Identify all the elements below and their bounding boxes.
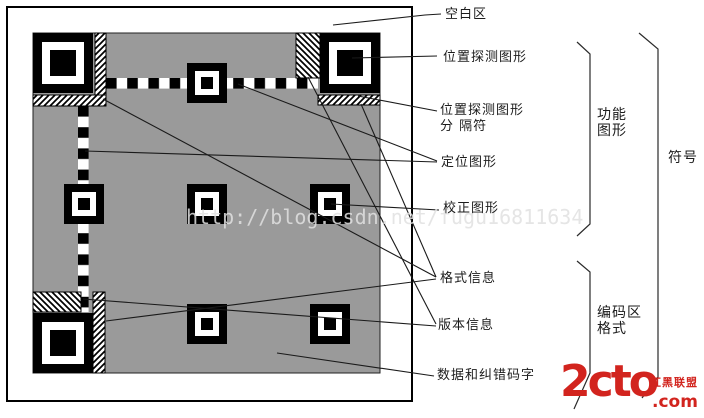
group-label-function-patterns: 功能 图形 [597, 107, 627, 139]
leader-quiet-zone [332, 13, 442, 26]
label-timing-pattern: 定位图形 [441, 155, 498, 170]
group-encoding-line2: 格式 [597, 321, 627, 337]
bracket-symbol [638, 32, 659, 399]
leader-version-2 [82, 298, 437, 327]
leader-timing-horizontal [237, 83, 438, 162]
label-alignment-pattern: 校正图形 [443, 201, 500, 216]
label-version-info: 版本信息 [438, 318, 495, 333]
bracket-function-patterns [576, 41, 591, 237]
position-pattern-top-left [33, 33, 93, 93]
logo-wordmark: 2cto [560, 356, 659, 407]
separator-bottom-left-vertical [92, 291, 106, 374]
alignment-pattern [64, 184, 104, 224]
leader-timing-vertical [84, 150, 438, 163]
alignment-pattern [310, 304, 350, 344]
leader-format-3 [105, 278, 437, 322]
leader-lines [82, 13, 442, 377]
label-position-detection: 位置探测图形 [443, 50, 528, 65]
leader-format-1 [102, 98, 437, 278]
2cto-logo: 2cto 红黑联盟 .com [558, 360, 704, 418]
label-quiet-zone: 空白区 [445, 7, 488, 22]
logo-tagline: 红黑联盟 [650, 376, 698, 389]
leader-alignment [330, 203, 440, 211]
label-format-info: 格式信息 [440, 271, 497, 286]
separator-top-left-horizontal [32, 94, 107, 107]
group-encoding-line1: 编码区 [597, 305, 642, 321]
label-separator-line2: 分 隔符 [440, 119, 488, 134]
leader-data [276, 352, 435, 377]
leader-position-detection [351, 55, 438, 59]
bracket-encoding-region [573, 260, 591, 410]
separator-top-left-vertical [94, 32, 107, 96]
group-function-line2: 图形 [597, 123, 627, 139]
alignment-pattern [187, 63, 227, 103]
group-function-line1: 功能 [597, 107, 627, 123]
leader-separator [357, 95, 438, 112]
label-separator: 位置探测图形 分 隔符 [440, 103, 524, 135]
group-label-encoding-region: 编码区 格式 [597, 305, 642, 337]
separator-top-right-horizontal [317, 94, 381, 106]
position-pattern-bottom-left [33, 313, 93, 373]
version-info-bottom-left [32, 291, 82, 313]
position-pattern-top-right [320, 33, 380, 93]
leader-format-2 [360, 103, 437, 278]
label-separator-line1: 位置探测图形 [440, 103, 525, 118]
label-data-codewords: 数据和纠错码字 [437, 368, 536, 383]
leader-version-1 [307, 76, 437, 325]
watermark-text: http://blog.csdn.net/fugu16811634 [186, 205, 584, 229]
version-info-top-right [295, 32, 321, 79]
group-label-symbol: 符号 [668, 150, 698, 166]
logo-suffix: .com [652, 392, 698, 412]
